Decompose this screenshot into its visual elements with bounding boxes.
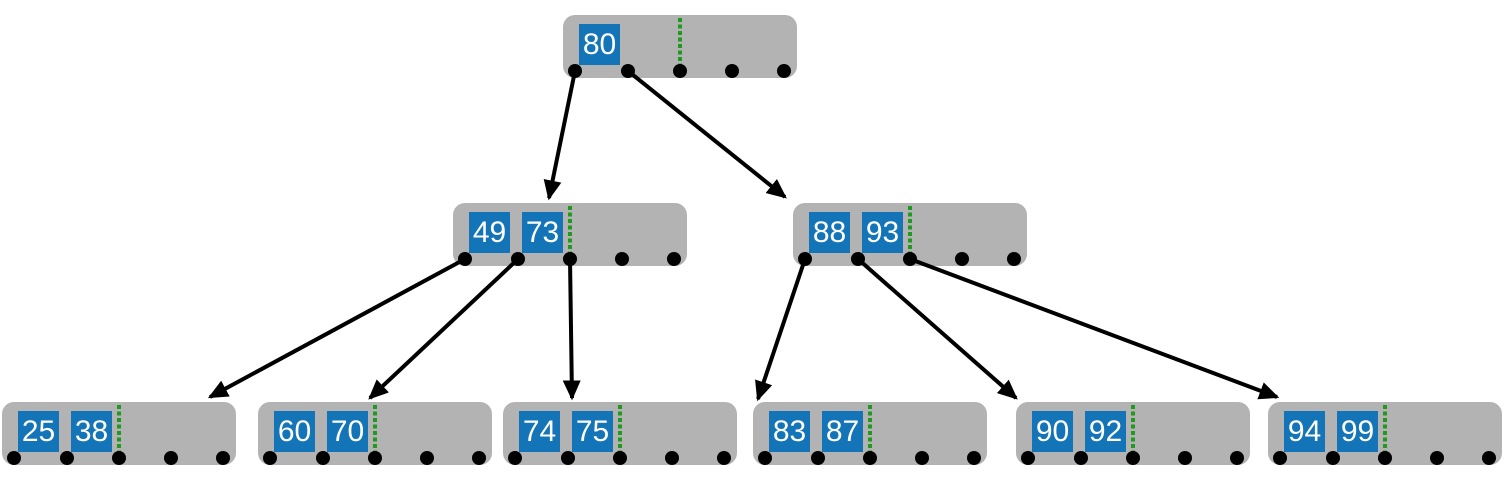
child-pointer-dot xyxy=(615,252,629,266)
child-pointer-dot xyxy=(798,252,812,266)
child-pointer-dot xyxy=(903,252,917,266)
parent-child-arrow xyxy=(755,258,807,402)
btree-node: 94 99 xyxy=(1268,402,1502,465)
fill-boundary-marker xyxy=(1131,405,1135,455)
child-pointer-dot xyxy=(1430,451,1444,465)
child-pointer-dot xyxy=(1378,451,1392,465)
child-pointer-dot xyxy=(1482,451,1496,465)
fill-boundary-marker xyxy=(678,18,682,68)
child-pointer-dot xyxy=(811,451,825,465)
key-cell: 73 xyxy=(522,212,563,253)
child-pointer-dot xyxy=(1326,451,1340,465)
child-pointer-dot xyxy=(1178,451,1192,465)
key-cell: 70 xyxy=(327,411,368,452)
key-cell: 94 xyxy=(1284,411,1325,452)
child-pointer-dot xyxy=(1126,451,1140,465)
child-pointer-dot xyxy=(60,451,74,465)
child-pointer-dot xyxy=(673,64,687,78)
key-cell: 99 xyxy=(1337,411,1378,452)
fill-boundary-marker xyxy=(618,405,622,455)
child-pointer-dot xyxy=(863,451,877,465)
child-pointer-dot xyxy=(621,64,635,78)
parent-child-arrow xyxy=(626,69,787,199)
child-pointer-dot xyxy=(1007,252,1021,266)
child-pointer-dot xyxy=(665,451,679,465)
child-pointer-dot xyxy=(1230,451,1244,465)
key-cell: 75 xyxy=(572,411,613,452)
key-cell: 60 xyxy=(274,411,315,452)
child-pointer-dot xyxy=(967,451,981,465)
child-pointer-dot xyxy=(112,451,126,465)
child-pointer-dot xyxy=(1273,451,1287,465)
key-cell: 90 xyxy=(1032,411,1073,452)
child-pointer-dot xyxy=(368,451,382,465)
key-cell: 83 xyxy=(769,411,810,452)
child-pointer-dot xyxy=(216,451,230,465)
child-pointer-dot xyxy=(777,64,791,78)
fill-boundary-marker xyxy=(1383,405,1387,455)
child-pointer-dot xyxy=(508,451,522,465)
key-cell: 87 xyxy=(822,411,863,452)
child-pointer-dot xyxy=(725,64,739,78)
child-pointer-dot xyxy=(164,451,178,465)
child-pointer-dot xyxy=(613,451,627,465)
parent-child-arrow xyxy=(562,258,581,401)
key-cell: 80 xyxy=(579,24,620,65)
fill-boundary-marker xyxy=(117,405,121,455)
child-pointer-dot xyxy=(472,451,486,465)
key-cell: 92 xyxy=(1085,411,1126,452)
child-pointer-dot xyxy=(955,252,969,266)
btree-node: 25 38 xyxy=(2,402,236,465)
child-pointer-dot xyxy=(1074,451,1088,465)
parent-child-arrow xyxy=(207,257,466,399)
btree-node: 74 75 xyxy=(503,402,737,465)
child-pointer-dot xyxy=(561,451,575,465)
child-pointer-dot xyxy=(563,252,577,266)
btree-node: 60 70 xyxy=(258,402,492,465)
fill-boundary-marker xyxy=(373,405,377,455)
btree-node: 49 73 xyxy=(453,203,687,266)
key-cell: 38 xyxy=(71,411,112,452)
fill-boundary-marker xyxy=(568,206,572,256)
child-pointer-dot xyxy=(915,451,929,465)
key-cell: 88 xyxy=(809,212,850,253)
btree-node: 80 xyxy=(563,15,797,78)
parent-child-arrow xyxy=(856,257,1018,400)
fill-boundary-marker xyxy=(908,206,912,256)
child-pointer-dot xyxy=(458,252,472,266)
key-cell: 25 xyxy=(18,411,59,452)
key-cell: 49 xyxy=(469,212,510,253)
btree-node: 88 93 xyxy=(793,203,1027,266)
child-pointer-dot xyxy=(851,252,865,266)
parent-child-arrow xyxy=(368,257,520,400)
btree-node: 83 87 xyxy=(753,402,987,465)
child-pointer-dot xyxy=(717,451,731,465)
child-pointer-dot xyxy=(7,451,21,465)
child-pointer-dot xyxy=(316,451,330,465)
btree-node: 90 92 xyxy=(1016,402,1250,465)
child-pointer-dot xyxy=(511,252,525,266)
child-pointer-dot xyxy=(1021,451,1035,465)
parent-child-arrow xyxy=(543,70,577,201)
child-pointer-dot xyxy=(667,252,681,266)
child-pointer-dot xyxy=(263,451,277,465)
parent-child-arrow xyxy=(909,257,1280,400)
fill-boundary-marker xyxy=(868,405,872,455)
child-pointer-dot xyxy=(758,451,772,465)
key-cell: 93 xyxy=(862,212,903,253)
child-pointer-dot xyxy=(420,451,434,465)
key-cell: 74 xyxy=(519,411,560,452)
child-pointer-dot xyxy=(568,64,582,78)
